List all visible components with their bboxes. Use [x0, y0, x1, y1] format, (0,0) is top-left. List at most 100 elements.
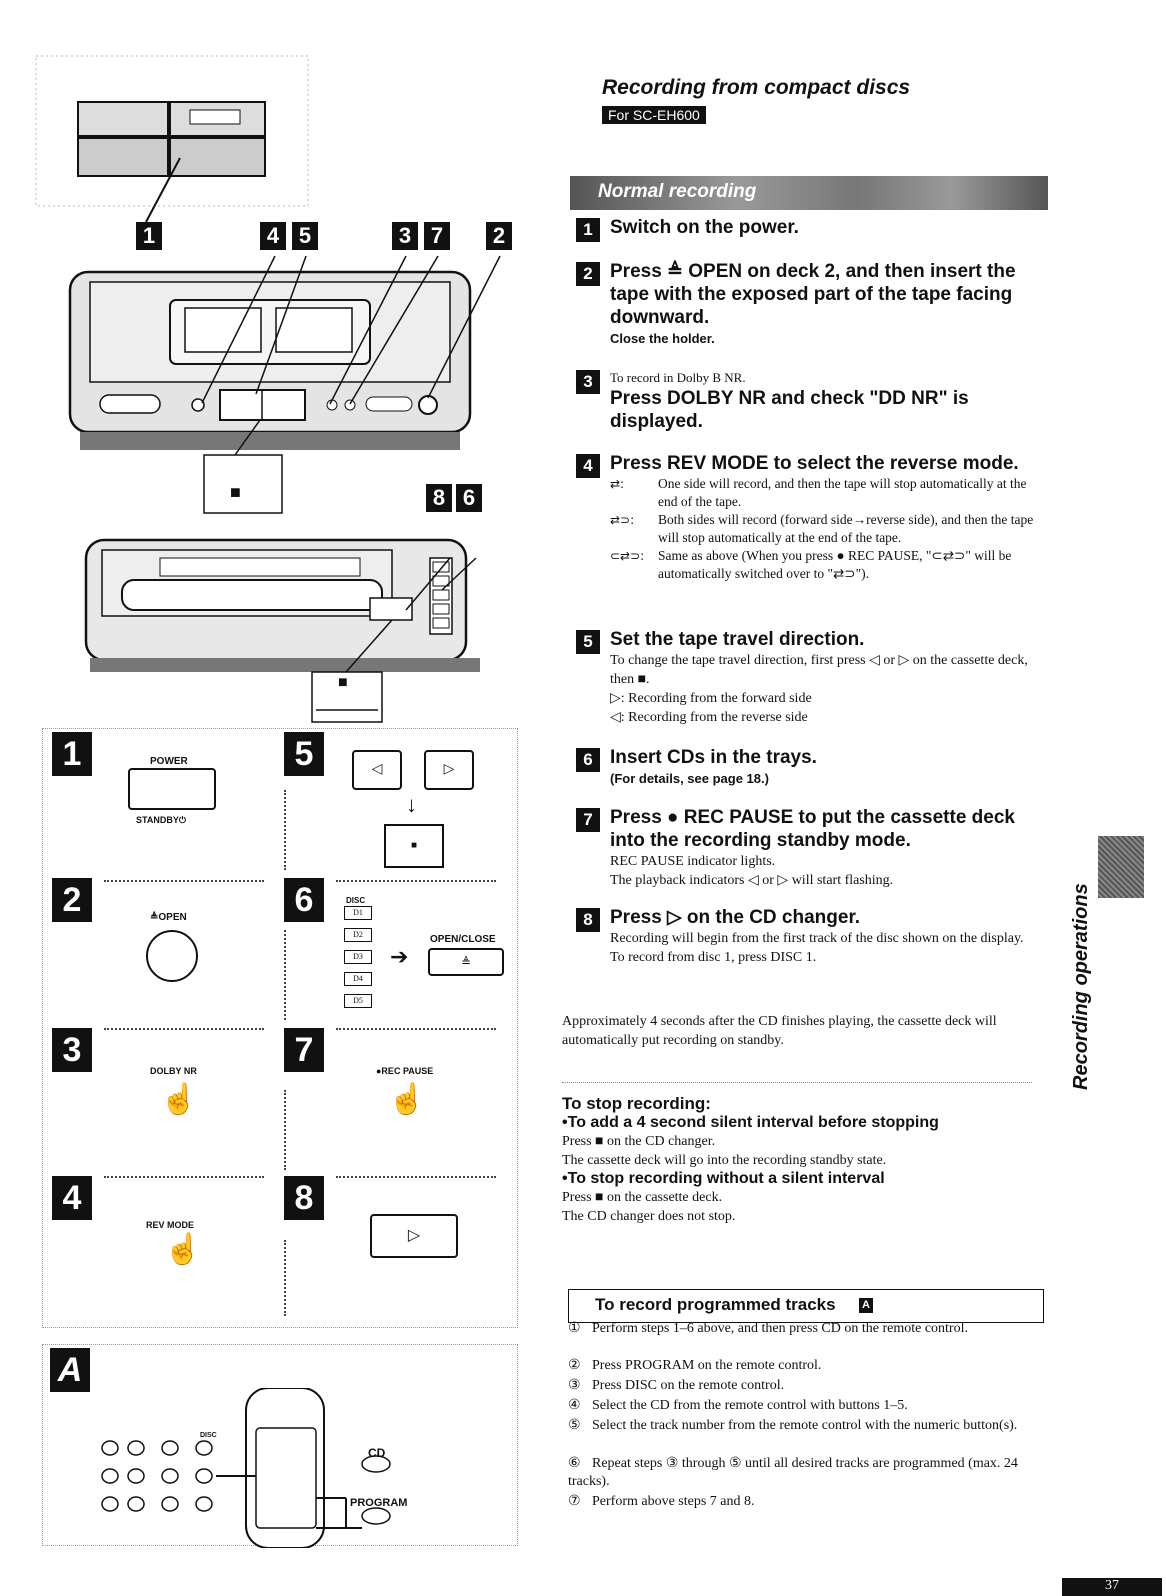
item-text: Perform above steps 7 and 8.	[592, 1494, 755, 1509]
disc-3-button: D3	[344, 950, 372, 964]
step-heading: Set the tape travel direction.	[610, 629, 865, 650]
remote-control-illustration	[101, 1388, 391, 1548]
step-number: 3	[576, 370, 600, 394]
panel-num-8: 8	[284, 1176, 324, 1220]
banner-title: Normal recording	[598, 181, 757, 202]
rev-mode-label: REV MODE	[146, 1220, 195, 1230]
step-note: Close the holder.	[610, 331, 715, 346]
reverse-option: ⇄⊃:Both sides will record (forward side→…	[610, 511, 1046, 547]
step-4: 4 Press REV MODE to select the reverse m…	[576, 452, 1046, 583]
stop-symbol: ■	[230, 482, 241, 502]
panel-num-5: 5	[284, 732, 324, 776]
option-key: ⊂⇄⊃:	[610, 549, 645, 563]
option-key: ⇄:	[610, 477, 625, 491]
disc-5-button: D5	[344, 994, 372, 1008]
stop-b-line: The CD changer does not stop.	[562, 1209, 736, 1224]
callout-6: 6	[456, 484, 482, 512]
step-number: 2	[576, 262, 600, 286]
side-tab-marker	[1098, 836, 1144, 898]
callout-1: 1	[136, 222, 162, 250]
item-text: Perform steps 1–6 above, and then press …	[592, 1321, 968, 1336]
divider-5	[104, 1176, 264, 1178]
stop-title: To stop recording:	[562, 1094, 711, 1113]
vdivider-4	[284, 1240, 286, 1316]
divider-4	[336, 1028, 496, 1030]
item-marker: ⑤	[568, 1418, 581, 1433]
programmed-ref: A	[859, 1298, 873, 1313]
stop-b-line: Press ■ on the cassette deck.	[562, 1190, 723, 1205]
open-button	[146, 930, 198, 982]
panel-num-3: 3	[52, 1028, 92, 1072]
step-3: 3 To record in Dolby B NR. Press DOLBY N…	[576, 368, 1046, 433]
item-marker: ②	[568, 1358, 581, 1373]
step-5: 5 Set the tape travel direction. To chan…	[576, 628, 1046, 727]
step-heading: Press ▷ on the CD changer.	[610, 907, 861, 928]
panel-num-2: 2	[52, 878, 92, 922]
step-number: 4	[576, 454, 600, 478]
reverse-option: ⊂⇄⊃: Same as above (When you press ● REC …	[610, 547, 1046, 583]
callout-2: 2	[486, 222, 512, 250]
open-label: ≜OPEN	[150, 912, 187, 923]
hand-icon: ☝	[388, 1083, 426, 1116]
step-2: 2 Press ≜ OPEN on deck 2, and then inser…	[576, 260, 1046, 346]
power-button	[128, 768, 216, 810]
panel-letter-a: A	[50, 1348, 90, 1392]
dolby-nr-label: DOLBY NR	[150, 1066, 197, 1076]
disc-4-button: D4	[344, 972, 372, 986]
divider-2	[336, 880, 496, 882]
step-number: 6	[576, 748, 600, 772]
stop-a-heading: •To add a 4 second silent interval befor…	[562, 1114, 939, 1131]
programmed-box: To record programmed tracks A	[568, 1289, 1044, 1323]
cd-play-button-icon: ▷	[370, 1214, 458, 1258]
step-heading: Insert CDs in the trays.	[610, 747, 817, 768]
step-6: 6 Insert CDs in the trays. (For details,…	[576, 746, 1046, 786]
model-badge: For SC-EH600	[602, 106, 706, 124]
reverse-option: ⇄: One side will record, and then the tap…	[610, 475, 1046, 511]
forward-button-icon: ▷	[424, 750, 474, 790]
section-divider	[562, 1082, 1032, 1083]
reverse-button-icon: ◁	[352, 750, 402, 790]
hand-icon: ☝	[164, 1233, 202, 1266]
step-text: To change the tape travel direction, fir…	[610, 653, 1028, 687]
page-number: 37	[1062, 1578, 1162, 1596]
step-heading: Press ≜ OPEN on deck 2, and then insert …	[610, 261, 1016, 328]
program-label: PROGRAM	[350, 1497, 408, 1509]
item-text: Repeat steps ③ through ⑤ until all desir…	[568, 1456, 1018, 1489]
item-text: Select the CD from the remote control wi…	[592, 1398, 908, 1413]
disc-label: DISC	[346, 896, 366, 905]
step-line: ◁: Recording from the reverse side	[610, 710, 808, 725]
option-text: One side will record, and then the tape …	[658, 476, 1027, 509]
option-text: Both sides will record (forward side→rev…	[658, 512, 1034, 545]
disc-2-button: D2	[344, 928, 372, 942]
step-heading: Press DOLBY NR and check "DD NR" is disp…	[610, 388, 969, 432]
stop-a-line: The cassette deck will go into the recor…	[562, 1153, 887, 1168]
item-text: Press DISC on the remote control.	[592, 1378, 785, 1393]
step-line: REC PAUSE indicator lights.	[610, 854, 776, 869]
step-heading: Press REV MODE to select the reverse mod…	[610, 453, 1019, 474]
step-1: 1 Switch on the power.	[576, 216, 1046, 242]
step-heading: Switch on the power.	[610, 217, 799, 238]
option-text: Same as above (When you press ● REC PAUS…	[658, 548, 1012, 581]
divider-6	[336, 1176, 496, 1178]
power-label: POWER	[150, 756, 188, 767]
callout-5: 5	[292, 222, 318, 250]
callout-4: 4	[260, 222, 286, 250]
step-number: 7	[576, 808, 600, 832]
arrow-down-icon: ↓	[406, 792, 417, 817]
cd-label: CD	[368, 1446, 386, 1460]
steps-panel	[42, 728, 518, 1328]
stop-symbol-cd: ■	[338, 674, 348, 691]
callout-7: 7	[424, 222, 450, 250]
stop-a-line: Press ■ on the CD changer.	[562, 1134, 716, 1149]
section-banner: Normal recording	[570, 176, 1048, 210]
rec-pause-label: ●REC PAUSE	[376, 1066, 434, 1076]
page-title: Recording from compact discs	[602, 76, 911, 99]
step-line: Recording will begin from the first trac…	[610, 931, 1024, 946]
device-illustration	[35, 55, 501, 723]
